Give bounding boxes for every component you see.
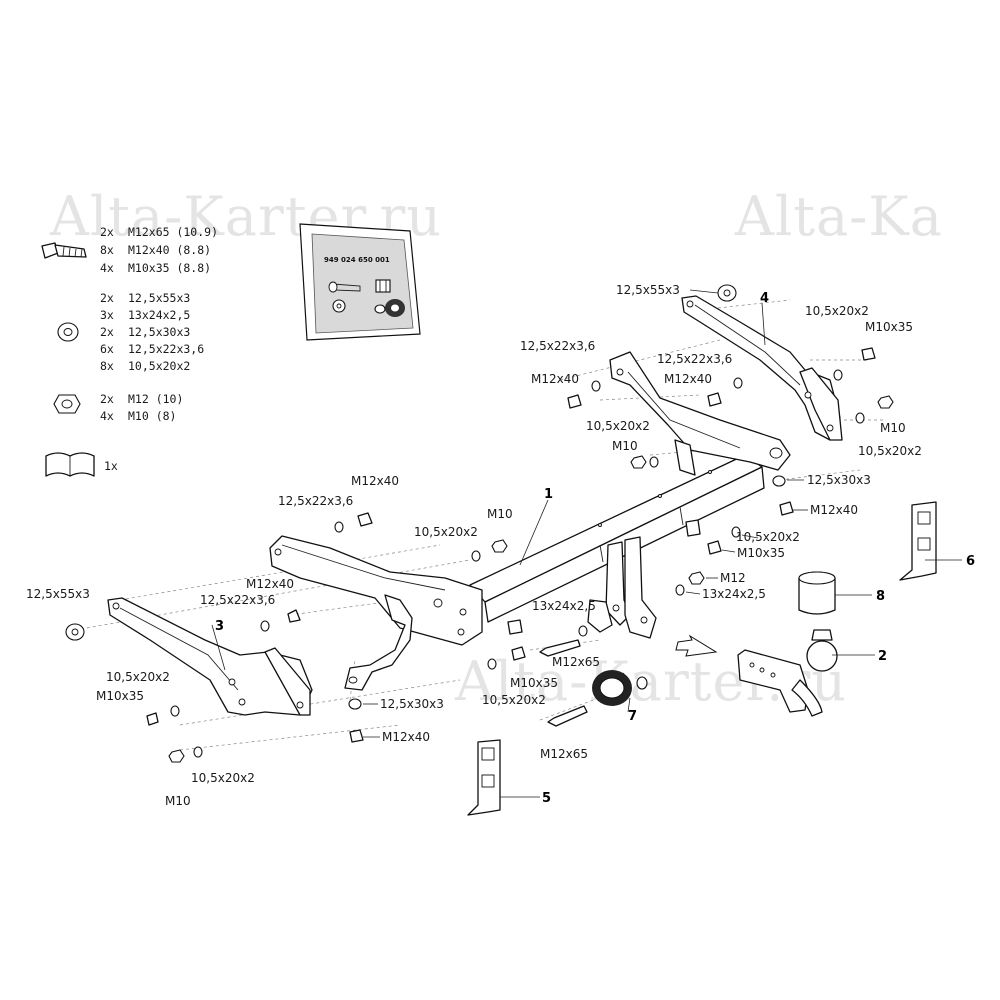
callout-label: 10,5x20x2: [191, 771, 255, 785]
legend-qty: 6x: [100, 342, 114, 356]
legend-spec: 12,5x55x3: [128, 291, 190, 305]
callout-label: M10x35: [510, 676, 558, 690]
callout-label: M12x65: [540, 747, 588, 761]
right-mounting-arm: [681, 295, 843, 441]
callout-label: 10,5x20x2: [736, 530, 800, 544]
callout-label: 10,5x20x2: [858, 444, 922, 458]
part-number-3: 3: [215, 619, 224, 634]
socket-plate-left: [467, 739, 501, 816]
callout-label: M10: [165, 794, 191, 808]
washer-icon: [332, 299, 346, 313]
seal-ring-icon: [374, 299, 405, 317]
callout-label: M12x40: [246, 577, 294, 591]
callout-label: 10,5x20x2: [414, 525, 478, 539]
part-numbers: 1 2 3 4 5 6 7 8: [215, 291, 975, 806]
loose-fasteners: [65, 284, 894, 763]
callout-labels: 12,5x55x3 10,5x20x2 M10x35 12,5x22x3,6 M…: [26, 283, 922, 808]
legend-spec: 13x24x2,5: [128, 308, 190, 322]
legend-spec: 12,5x30x3: [128, 325, 190, 339]
socket-seal-ring: [592, 670, 648, 706]
direction-arrow-icon: [675, 634, 718, 657]
washer-icon: [57, 322, 79, 342]
legend-spec: 12,5x22x3,6: [128, 342, 204, 356]
legend-qty: 3x: [100, 308, 114, 322]
legend-spec: M10 (8): [128, 409, 176, 423]
legend-qty: 2x: [100, 291, 114, 305]
legend-spec: M12x65 (10.9): [128, 225, 218, 239]
hardware-package-label: 949 024 650 001: [299, 223, 421, 341]
callout-label: M10x35: [865, 320, 913, 334]
callout-label: 12,5x22x3,6: [278, 494, 353, 508]
callout-label: 10,5x20x2: [586, 419, 650, 433]
callout-label: 13x24x2,5: [702, 587, 766, 601]
callout-label: M10: [487, 507, 513, 521]
callout-label: M12x65: [552, 655, 600, 669]
legend-spec: M12 (10): [128, 392, 183, 406]
nut-icon: [375, 279, 391, 293]
callout-label: 12,5x55x3: [616, 283, 680, 297]
part-number-7: 7: [628, 709, 637, 724]
right-bar-bracket: [609, 351, 791, 476]
part-number-8: 8: [876, 589, 885, 604]
part-number-4: 4: [760, 291, 769, 306]
callout-label: M12x40: [810, 503, 858, 517]
bolt-icon: [328, 281, 361, 293]
legend-qty: 2x: [100, 225, 114, 239]
part-number-2: 2: [878, 649, 887, 664]
legend: 2x M12x65 (10.9) 8x M12x40 (8.8) 4x M10x…: [41, 225, 218, 477]
callout-label: 12,5x55x3: [26, 587, 90, 601]
hitch-center-bracket: [507, 519, 701, 639]
callout-label: M10x35: [96, 689, 144, 703]
callout-label: M12: [720, 571, 746, 585]
socket-plate-right: [899, 501, 937, 581]
callout-label: M12x40: [664, 372, 712, 386]
leader-lines: [211, 289, 962, 798]
legend-qty: 4x: [100, 409, 114, 423]
callout-label: M12x40: [531, 372, 579, 386]
package-code: 949 024 650 001: [324, 256, 390, 264]
callout-label: 10,5x20x2: [805, 304, 869, 318]
callout-label: M10: [880, 421, 906, 435]
callout-label: M12x40: [351, 474, 399, 488]
legend-bolts-list: 2x M12x65 (10.9) 8x M12x40 (8.8) 4x M10x…: [100, 225, 218, 275]
manual-book-icon: [45, 452, 95, 477]
part-number-6: 6: [966, 554, 975, 569]
callout-label: 12,5x22x3,6: [520, 339, 595, 353]
callout-label: 12,5x22x3,6: [200, 593, 275, 607]
legend-qty: 8x: [100, 359, 114, 373]
callout-label: 12,5x30x3: [380, 697, 444, 711]
callout-label: M12x40: [382, 730, 430, 744]
callout-label: M10x35: [737, 546, 785, 560]
callout-label: 12,5x22x3,6: [657, 352, 732, 366]
callout-label: 10,5x20x2: [482, 693, 546, 707]
legend-qty: 1x: [104, 459, 118, 473]
part-number-1: 1: [544, 487, 553, 502]
part-number-5: 5: [542, 791, 551, 806]
legend-spec: 10,5x20x2: [128, 359, 190, 373]
callout-label: 12,5x30x3: [807, 473, 871, 487]
ball-cap: [798, 571, 836, 615]
bolt-icon: [41, 242, 87, 259]
watermark: Alta-Ka: [734, 185, 943, 248]
callout-label: 13x24x2,5: [532, 599, 596, 613]
legend-qty: 8x: [100, 243, 114, 257]
callout-label: M10: [612, 439, 638, 453]
tow-ball: [737, 629, 838, 717]
legend-spec: M10x35 (8.8): [128, 261, 211, 275]
legend-qty: 4x: [100, 261, 114, 275]
left-mounting-arm: [107, 597, 313, 716]
legend-nuts-list: 2x M12 (10) 4x M10 (8): [100, 392, 183, 423]
callout-label: 10,5x20x2: [106, 670, 170, 684]
legend-qty: 2x: [100, 325, 114, 339]
legend-spec: M12x40 (8.8): [128, 243, 211, 257]
legend-qty: 2x: [100, 392, 114, 406]
left-bar-bracket: [269, 535, 483, 691]
legend-washers-list: 2x 12,5x55x3 3x 13x24x2,5 2x 12,5x30x3 6…: [100, 291, 204, 373]
nut-icon: [53, 394, 81, 414]
